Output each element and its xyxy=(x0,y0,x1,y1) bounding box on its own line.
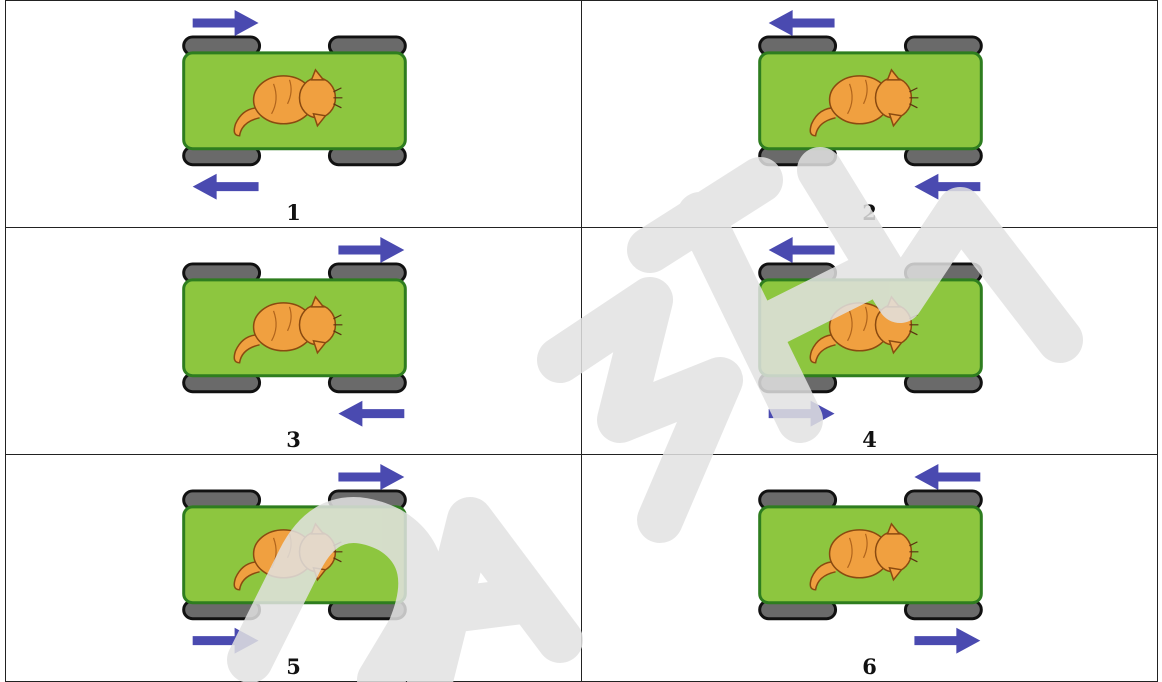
panel-drawing xyxy=(758,9,983,200)
cat-icon xyxy=(233,68,343,137)
panel-drawing xyxy=(182,236,407,427)
panel-4: 4 xyxy=(581,227,1158,455)
wheeled-robot-with-cat-icon xyxy=(182,35,407,167)
cat-icon xyxy=(233,295,343,364)
direction-arrow-icon xyxy=(192,9,259,36)
panel-number: 5 xyxy=(286,654,301,679)
panel-drawing xyxy=(758,463,983,654)
direction-arrow-icon xyxy=(338,400,405,427)
cat-icon xyxy=(809,68,919,137)
panel-3: 3 xyxy=(5,227,582,455)
panel-2: 2 xyxy=(581,0,1158,228)
panel-drawing xyxy=(182,463,407,654)
panel-number: 2 xyxy=(862,200,877,225)
panel-6: 6 xyxy=(581,454,1158,682)
panel-number: 1 xyxy=(286,200,301,225)
wheeled-robot-with-cat-icon xyxy=(182,262,407,394)
direction-arrow-icon xyxy=(914,463,981,490)
direction-arrow-icon xyxy=(914,627,981,654)
direction-arrow-icon xyxy=(768,400,835,427)
direction-arrow-icon xyxy=(338,463,405,490)
direction-arrow-icon xyxy=(338,236,405,263)
wheeled-robot-with-cat-icon xyxy=(758,35,983,167)
cat-icon xyxy=(809,522,919,591)
panel-1: 1 xyxy=(5,0,582,228)
direction-arrow-icon xyxy=(192,627,259,654)
panel-drawing xyxy=(758,236,983,427)
panel-number: 3 xyxy=(286,427,301,452)
panel-drawing xyxy=(182,9,407,200)
wheeled-robot-with-cat-icon xyxy=(758,262,983,394)
panel-number: 6 xyxy=(862,654,877,679)
direction-arrow-icon xyxy=(768,9,835,36)
direction-arrow-icon xyxy=(914,173,981,200)
direction-arrow-icon xyxy=(768,236,835,263)
direction-arrow-icon xyxy=(192,173,259,200)
panel-number: 4 xyxy=(862,427,877,452)
wheeled-robot-with-cat-icon xyxy=(758,489,983,621)
wheeled-robot-with-cat-icon xyxy=(182,489,407,621)
panel-5: 5 xyxy=(5,454,582,682)
panel-grid: 1 2 3 4 5 6 xyxy=(5,0,1158,682)
